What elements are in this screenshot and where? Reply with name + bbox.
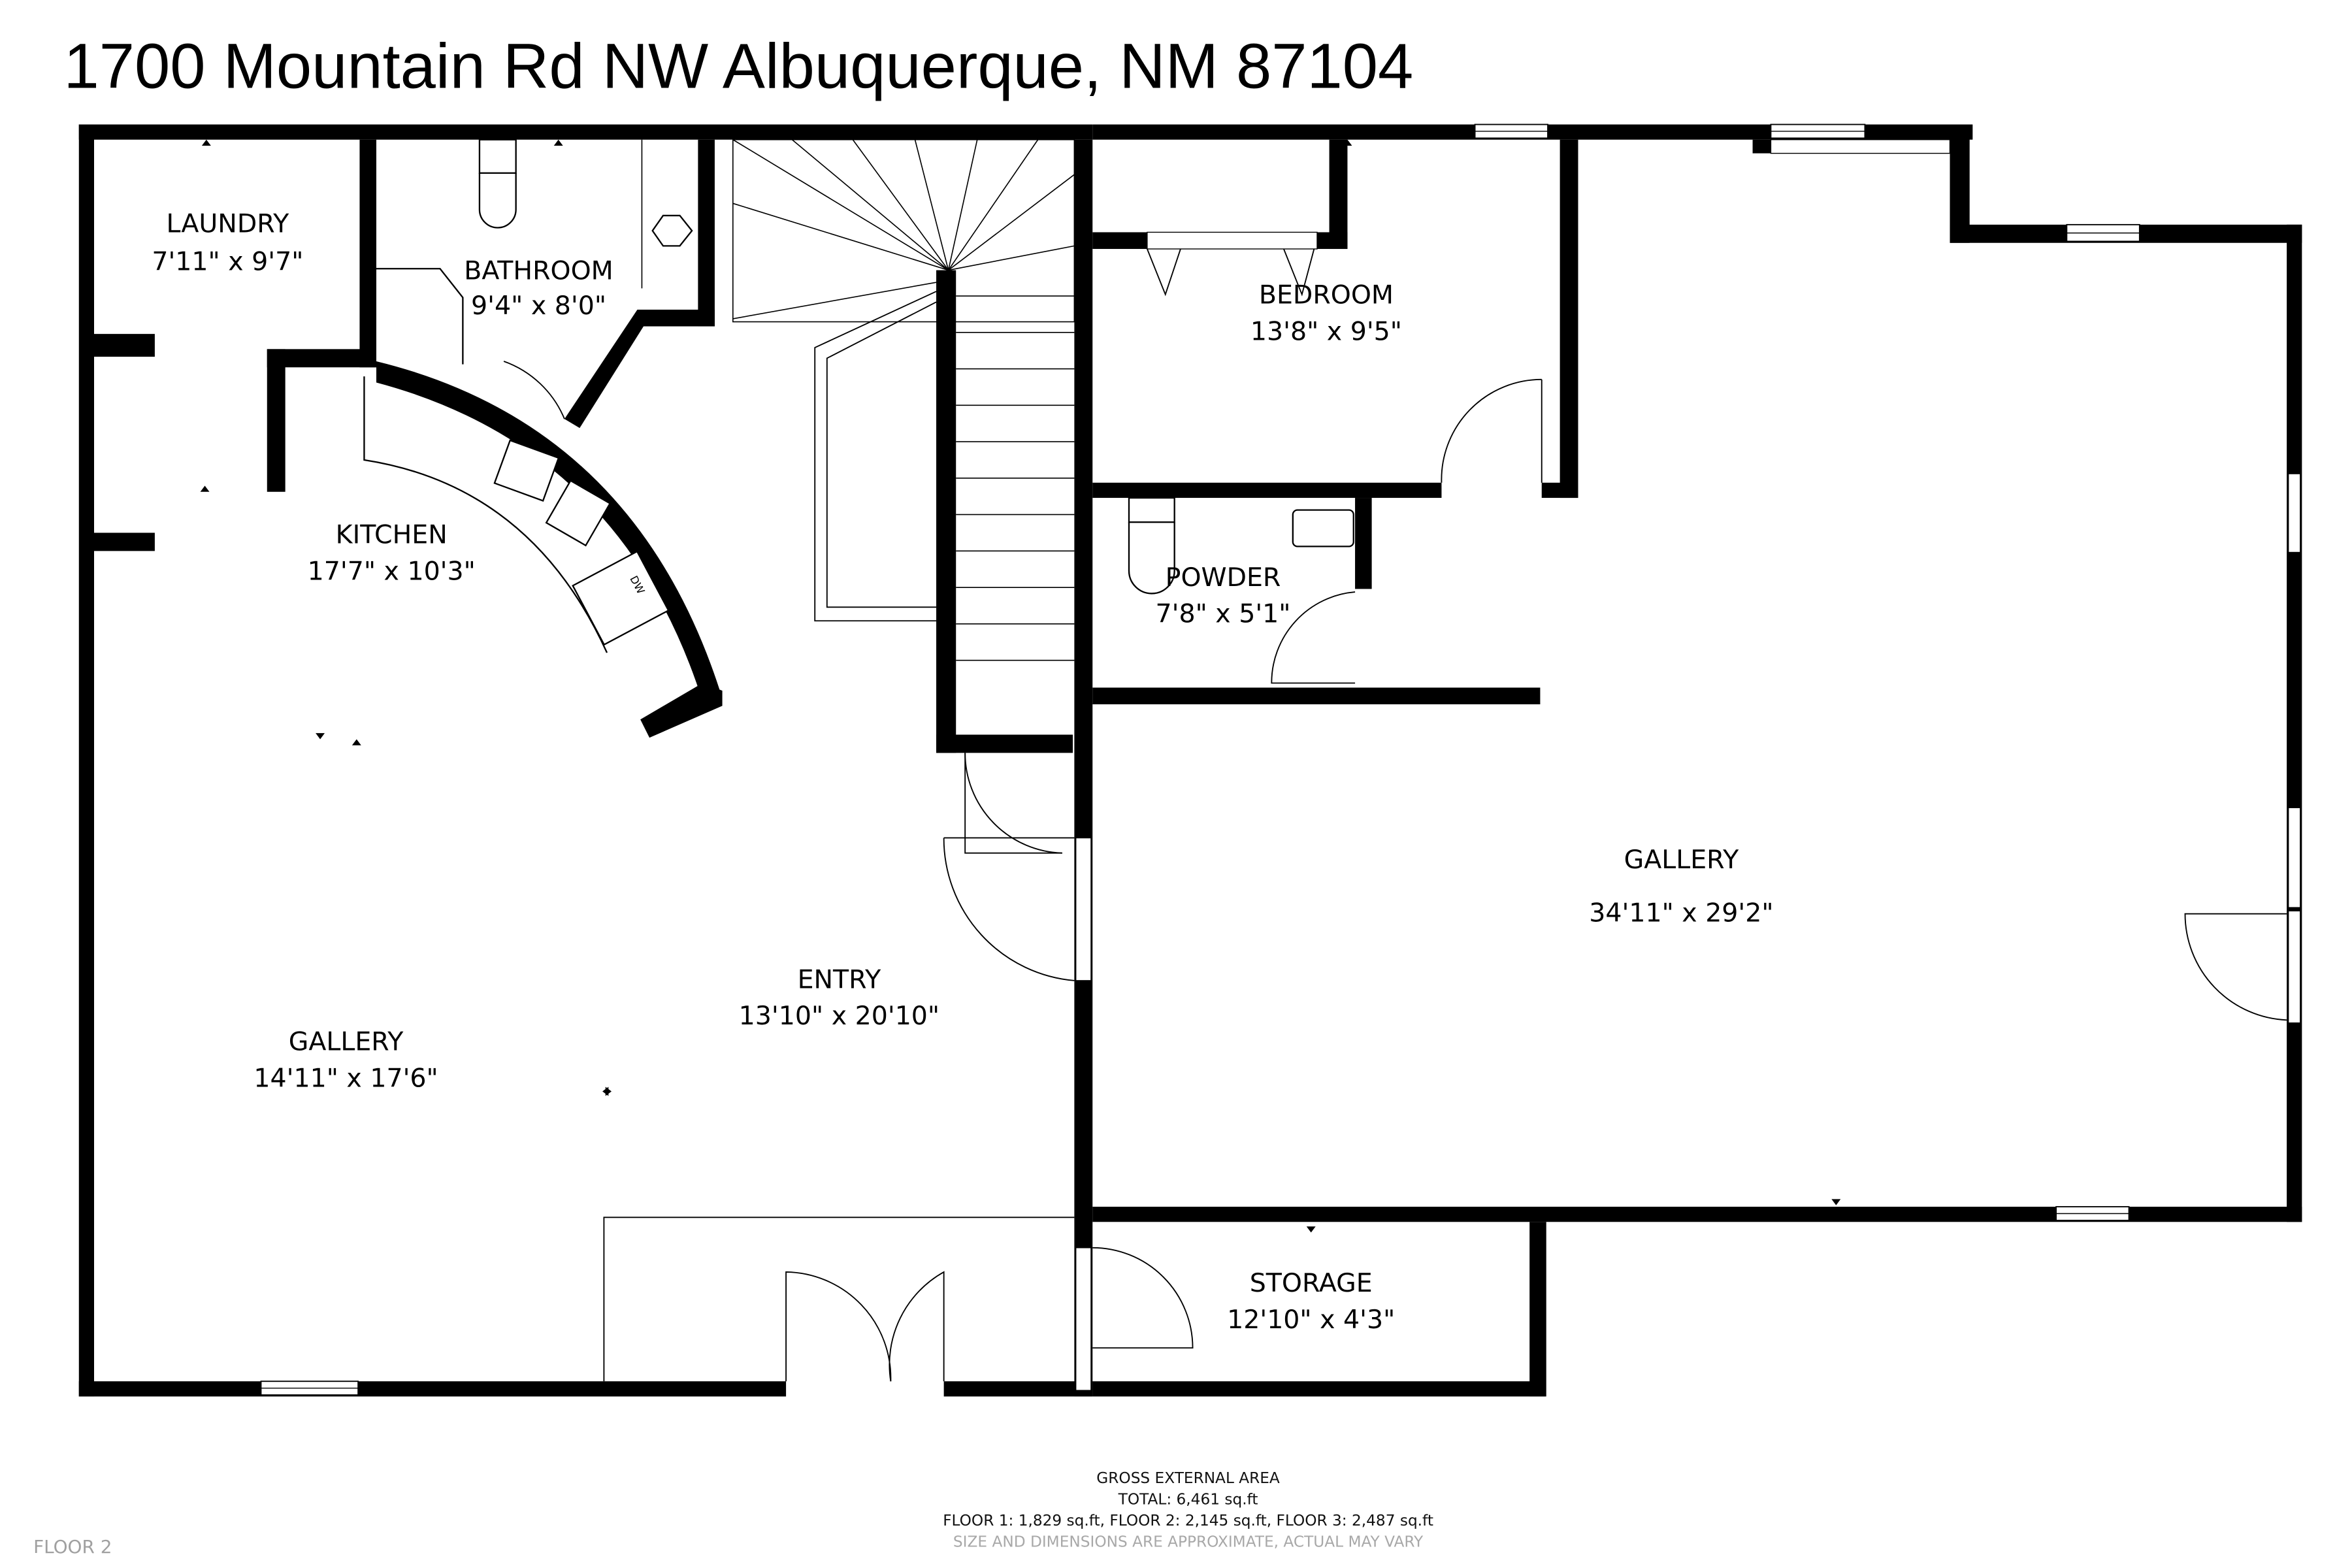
svg-text:LAUNDRY: LAUNDRY (167, 208, 290, 238)
dishwasher-icon (572, 550, 670, 646)
walls (78, 123, 2302, 1397)
svg-text:BEDROOM: BEDROOM (1259, 280, 1394, 310)
svg-text:34'11" x 29'2": 34'11" x 29'2" (1589, 898, 1773, 928)
svg-text:BATHROOM: BATHROOM (464, 255, 613, 286)
doors (503, 248, 2287, 1382)
svg-text:7'11" x 9'7": 7'11" x 9'7" (152, 247, 303, 277)
measure-markers (200, 139, 1841, 1233)
sink-icon (1292, 509, 1354, 547)
svg-text:KITCHEN: KITCHEN (336, 520, 448, 550)
area-floors: FLOOR 1: 1,829 sq.ft, FLOOR 2: 2,145 sq.… (943, 1512, 1433, 1529)
svg-text:ENTRY: ENTRY (798, 964, 881, 994)
shower-icon (651, 214, 693, 247)
toilet-icon (1128, 497, 1175, 523)
svg-text:STORAGE: STORAGE (1250, 1268, 1373, 1298)
svg-text:17'7" x 10'3": 17'7" x 10'3" (308, 557, 476, 587)
room-laundry: LAUNDRY 7'11" x 9'7" (152, 208, 303, 276)
svg-text:POWDER: POWDER (1166, 563, 1281, 593)
room-entry: ENTRY 13'10" x 20'10" (739, 964, 939, 1031)
room-bathroom: BATHROOM 9'4" x 8'0" (464, 255, 613, 320)
floor-label: FLOOR 2 (33, 1536, 112, 1558)
svg-text:13'10" x 20'10": 13'10" x 20'10" (739, 1001, 939, 1031)
area-summary: GROSS EXTERNAL AREA TOTAL: 6,461 sq.ft F… (943, 1469, 1433, 1551)
fixtures: DW (363, 139, 1354, 653)
svg-text:14'11" x 17'6": 14'11" x 17'6" (253, 1063, 438, 1093)
area-total: TOTAL: 6,461 sq.ft (1118, 1490, 1258, 1508)
address-title: 1700 Mountain Rd NW Albuquerque, NM 8710… (64, 31, 1414, 102)
room-gallery-left: GALLERY 14'11" x 17'6" (253, 1027, 438, 1094)
toilet-icon (478, 139, 517, 174)
svg-text:7'8" x 5'1": 7'8" x 5'1" (1156, 599, 1291, 629)
sink-icon (545, 480, 612, 547)
area-disclaimer: SIZE AND DIMENSIONS ARE APPROXIMATE, ACT… (953, 1533, 1424, 1550)
svg-text:12'10" x 4'3": 12'10" x 4'3" (1227, 1305, 1395, 1335)
svg-text:9'4" x 8'0": 9'4" x 8'0" (471, 291, 606, 321)
room-kitchen: KITCHEN 17'7" x 10'3" (308, 520, 476, 587)
svg-text:13'8" x 9'5": 13'8" x 9'5" (1250, 316, 1402, 346)
svg-text:GALLERY: GALLERY (1624, 845, 1739, 875)
room-labels: LAUNDRY 7'11" x 9'7" BATHROOM 9'4" x 8'0… (152, 208, 1773, 1334)
room-gallery-right: GALLERY 34'11" x 29'2" (1589, 845, 1773, 928)
room-storage: STORAGE 12'10" x 4'3" (1227, 1268, 1395, 1335)
room-bedroom: BEDROOM 13'8" x 9'5" (1250, 280, 1402, 347)
staircase (732, 139, 1075, 661)
svg-text:GALLERY: GALLERY (289, 1027, 404, 1057)
area-heading: GROSS EXTERNAL AREA (1096, 1469, 1280, 1487)
room-powder: POWDER 7'8" x 5'1" (1156, 563, 1291, 629)
sink-icon (493, 439, 560, 502)
